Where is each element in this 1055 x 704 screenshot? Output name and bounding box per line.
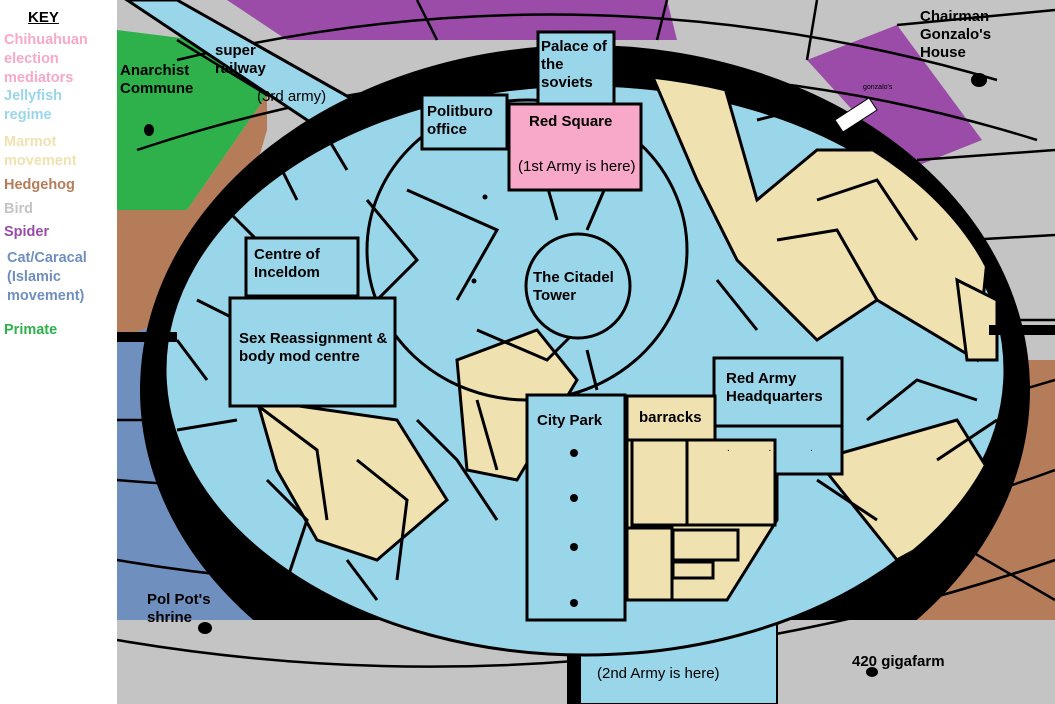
city-map: Anarchist Commune super railway (3rd arm… bbox=[117, 0, 1055, 704]
building-citadel bbox=[524, 232, 632, 340]
street-2 bbox=[406, 188, 500, 301]
street-20 bbox=[936, 418, 998, 462]
street-18 bbox=[866, 378, 978, 422]
block-barracks-3 bbox=[625, 526, 674, 602]
key-item-cat: Cat/Caracal (Islamic movement) bbox=[7, 250, 87, 304]
label-sex-reassignment: Sex Reassignment & body mod centre bbox=[239, 330, 388, 365]
label-second-army: (2nd Army is here) bbox=[597, 665, 720, 682]
label-centre-of-inceldom: Centre of Inceldom bbox=[254, 246, 320, 281]
east-gate bbox=[989, 325, 1055, 335]
blob-polpot bbox=[198, 622, 212, 634]
key-item-jellyfish: Jellyfish regime bbox=[4, 88, 63, 123]
street-16 bbox=[816, 178, 919, 241]
street-11 bbox=[415, 418, 499, 521]
blob-anarchist bbox=[144, 124, 154, 136]
label-pol-pot-shrine: Pol Pot's shrine bbox=[147, 591, 211, 626]
north-east-gate bbox=[834, 97, 878, 133]
label-420-gigafarm: 420 gigafarm bbox=[852, 653, 945, 670]
radial-4 bbox=[896, 8, 1055, 27]
building-palace bbox=[536, 30, 616, 106]
street-13 bbox=[265, 478, 309, 581]
street-7 bbox=[715, 279, 759, 331]
street-5 bbox=[476, 328, 579, 362]
ring-line-6 bbox=[916, 148, 1055, 162]
building-red-army-hq bbox=[712, 356, 844, 428]
blob-dot-1 bbox=[482, 194, 488, 200]
label-super-railway: super railway bbox=[215, 42, 266, 77]
street-21 bbox=[176, 418, 238, 432]
label-citadel-tower: The Citadel Tower bbox=[533, 269, 614, 304]
park-dot-4 bbox=[570, 599, 578, 607]
radial-2 bbox=[655, 0, 669, 41]
key-item-primate: Primate bbox=[4, 322, 58, 338]
key-item-spider: Spider bbox=[4, 224, 50, 240]
building-sex-reassign bbox=[228, 296, 397, 408]
label-red-square: Red Square bbox=[529, 113, 613, 130]
street-12 bbox=[475, 399, 499, 471]
label-chairman-gonzalo-house: Chairman Gonzalo's House bbox=[920, 8, 992, 61]
blob-gigafarm bbox=[866, 667, 878, 677]
street-8 bbox=[236, 388, 329, 521]
street-14 bbox=[345, 559, 379, 601]
label-palace-of-the-soviets: Palace of the soviets bbox=[541, 38, 607, 91]
key-item-marmot: Marmot movement bbox=[4, 134, 77, 169]
blob-dot-2 bbox=[471, 278, 477, 284]
key-item-bird: Bird bbox=[4, 201, 33, 217]
block-barracks-2 bbox=[685, 438, 777, 527]
street-17 bbox=[776, 228, 879, 301]
label-anarchist-commune: Anarchist Commune bbox=[120, 62, 194, 97]
radial-3 bbox=[805, 0, 819, 61]
label-politburo-office: Politburo office bbox=[427, 103, 493, 138]
park-dots bbox=[570, 449, 578, 607]
blob-chairman bbox=[971, 73, 987, 87]
label-first-army: (1st Army is here) bbox=[518, 158, 636, 175]
label-third-army: (3rd army) bbox=[257, 88, 327, 105]
park-dot-1 bbox=[570, 449, 578, 457]
radial-10 bbox=[176, 38, 268, 97]
building-politburo bbox=[420, 93, 509, 151]
buildings bbox=[228, 30, 844, 622]
block-barracks-5 bbox=[671, 560, 715, 580]
block-barracks-1 bbox=[630, 438, 689, 527]
street-6 bbox=[585, 349, 599, 391]
landmark-blobs bbox=[144, 73, 987, 677]
block-barracks-4 bbox=[671, 528, 740, 562]
marmot-east-2 bbox=[955, 277, 999, 362]
radial-1 bbox=[415, 0, 439, 41]
zone-hedgehog-left bbox=[117, 95, 267, 340]
label-barracks: barracks bbox=[639, 409, 702, 426]
zone-spider-right bbox=[807, 25, 982, 170]
map-canvas bbox=[117, 0, 1055, 704]
building-barracks bbox=[625, 394, 717, 442]
key-item-hedgehog: Hedgehog bbox=[4, 177, 75, 193]
park-dot-2 bbox=[570, 494, 578, 502]
street-25 bbox=[175, 339, 209, 381]
map-key: KEY Chihuahuan election mediators Jellyf… bbox=[0, 0, 117, 704]
building-red-square bbox=[507, 102, 643, 192]
building-inceldom bbox=[244, 236, 360, 298]
ring-line-4 bbox=[176, 13, 998, 82]
building-city-park bbox=[525, 393, 627, 622]
street-10 bbox=[356, 458, 409, 581]
west-gate bbox=[117, 332, 177, 342]
label-city-park: City Park bbox=[537, 412, 603, 429]
label-tiny-caption: gonzalo's bbox=[863, 84, 893, 91]
zone-primate bbox=[117, 30, 267, 210]
label-hq-dots: . . . . bbox=[727, 443, 873, 454]
park-dot-3 bbox=[570, 543, 578, 551]
key-item-chihuahuan: Chihuahuan election mediators bbox=[4, 32, 88, 86]
street-19 bbox=[816, 478, 878, 522]
label-red-army-hq: Red Army Headquarters bbox=[726, 370, 823, 405]
key-title: KEY bbox=[28, 9, 59, 26]
street-1 bbox=[365, 199, 420, 312]
